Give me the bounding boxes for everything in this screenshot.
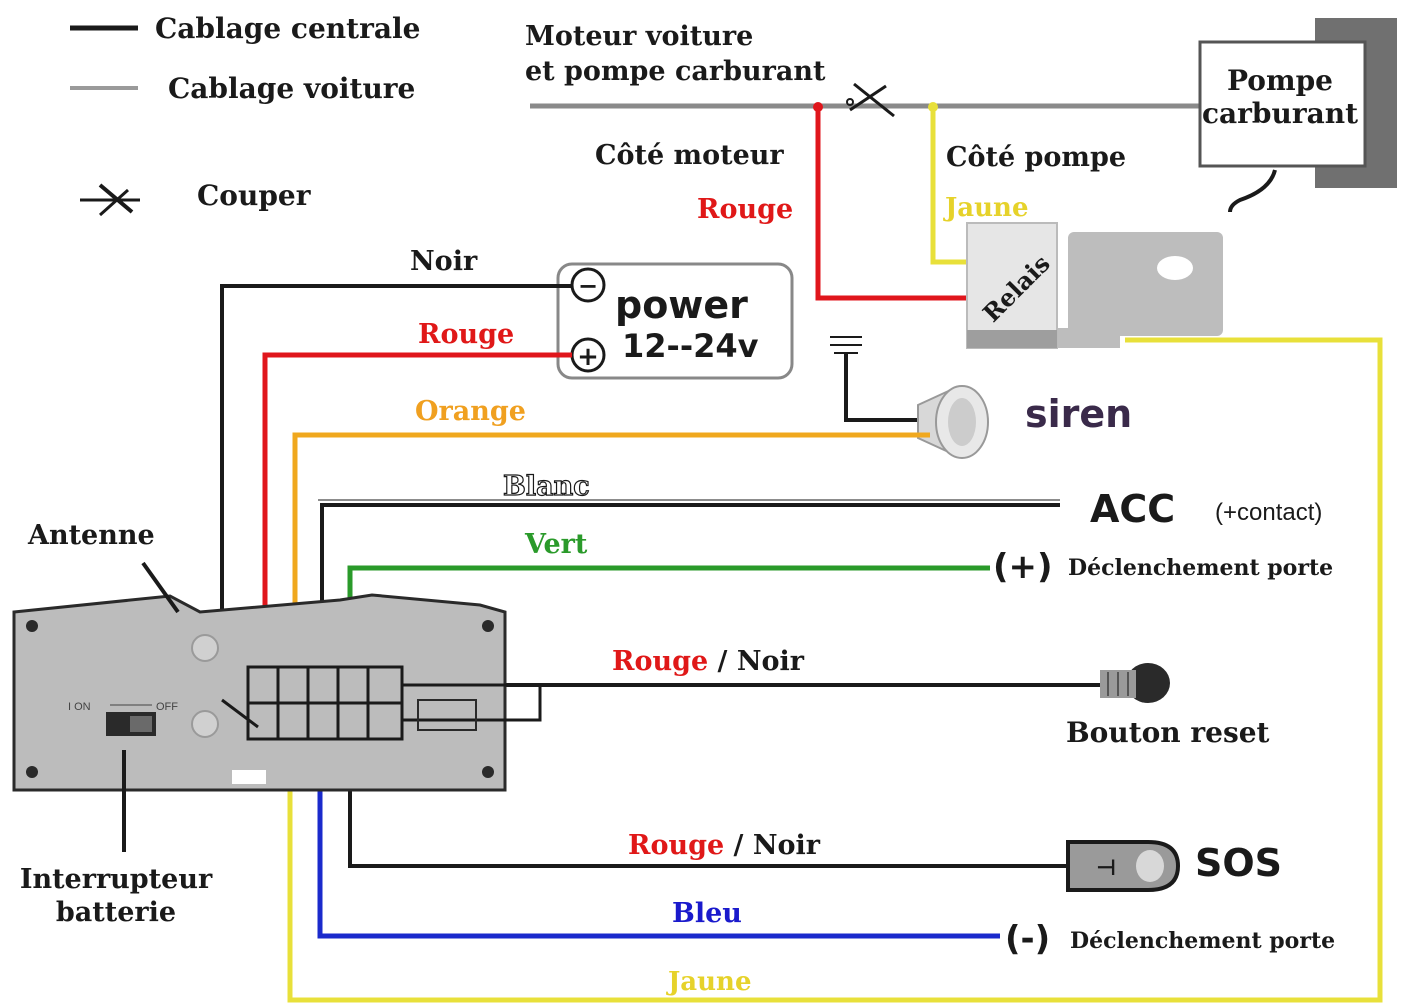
- door-plus-sign: (+): [993, 547, 1053, 587]
- sos-label: SOS: [1195, 841, 1282, 885]
- wire-blue-door: [317, 722, 1000, 939]
- acc-label: ACC: [1090, 487, 1175, 531]
- ground-icon: [830, 336, 925, 422]
- antenna-label: Antenne: [27, 520, 155, 551]
- wire-red-relay: [815, 107, 985, 301]
- wire-label-sos-black: Noir: [753, 830, 821, 861]
- door-plus-label: Déclenchement porte: [1068, 555, 1333, 581]
- switch-off-label: OFF: [156, 701, 178, 713]
- legend-car-label: Cablage voiture: [168, 72, 415, 105]
- wire-label-reset-red: Rouge: [612, 646, 708, 677]
- switch-on-label: I ON: [68, 701, 91, 713]
- siren-icon: [917, 385, 989, 459]
- svg-text:⊣: ⊣: [1096, 856, 1116, 881]
- legend-cut-label: Couper: [197, 179, 312, 212]
- battery-switch-label-1: Interrupteur: [20, 864, 213, 895]
- wire-label-vert: Vert: [524, 529, 588, 560]
- wire-label-jaune-bottom: Jaune: [666, 967, 752, 997]
- wire-label-bleu: Bleu: [672, 898, 742, 929]
- pump-side-label: Côté pompe: [946, 142, 1126, 173]
- wire-label-reset-black: Noir: [737, 646, 805, 677]
- battery-switch-label-2: batterie: [56, 897, 176, 928]
- wire-label-orange: Orange: [415, 396, 526, 427]
- power-title: power: [615, 283, 748, 327]
- power-supply: − + power 12--24v: [556, 262, 794, 380]
- engine-pump-title-1: Moteur voiture: [525, 21, 753, 52]
- acc-note: (+contact): [1215, 499, 1322, 526]
- wire-label-reset: Rouge / Noir: [612, 646, 805, 677]
- antenna-port-icon: [191, 634, 219, 662]
- wire-label-sos-sep: /: [724, 830, 753, 861]
- scissors-icon: [80, 183, 140, 217]
- wire-label-noir: Noir: [410, 246, 478, 277]
- reset-button-icon: [1100, 663, 1170, 703]
- wire-red-power: [262, 352, 572, 690]
- wire-label-rouge-relay: Rouge: [697, 194, 793, 225]
- wire-label-sos: Rouge / Noir: [628, 830, 821, 861]
- wire-black-power: [220, 284, 572, 720]
- power-minus-sign: −: [578, 272, 598, 300]
- relay-box: Relais: [966, 222, 1223, 349]
- door-minus-sign: (-): [1005, 919, 1050, 959]
- sos-button-icon: ⊣: [1066, 840, 1181, 892]
- central-unit: I ON OFF: [12, 593, 542, 792]
- wire-label-sos-red: Rouge: [628, 830, 724, 861]
- power-voltage: 12--24v: [622, 327, 759, 365]
- fuel-pump-box: Pompe carburant: [1198, 18, 1397, 213]
- wire-label-reset-sep: /: [708, 646, 737, 677]
- engine-side-label: Côté moteur: [595, 140, 784, 171]
- port-icon: [191, 710, 219, 738]
- power-plus-sign: +: [577, 342, 599, 372]
- engine-pump-title-2: et pompe carburant: [525, 56, 826, 87]
- pump-label-1: Pompe: [1227, 64, 1333, 97]
- wire-label-jaune-top: Jaune: [943, 193, 1029, 223]
- door-minus-label: Déclenchement porte: [1070, 928, 1335, 954]
- siren-label: siren: [1025, 392, 1132, 436]
- scissors-icon: [846, 82, 895, 118]
- wire-label-blanc: Blanc: [503, 471, 590, 502]
- antenna-line: [141, 561, 180, 614]
- wire-yellow-long: [287, 337, 1383, 1003]
- wire-label-rouge-power: Rouge: [418, 319, 514, 350]
- legend-central-label: Cablage centrale: [155, 12, 420, 45]
- reset-label: Bouton reset: [1066, 716, 1270, 749]
- pump-label-2: carburant: [1202, 97, 1358, 130]
